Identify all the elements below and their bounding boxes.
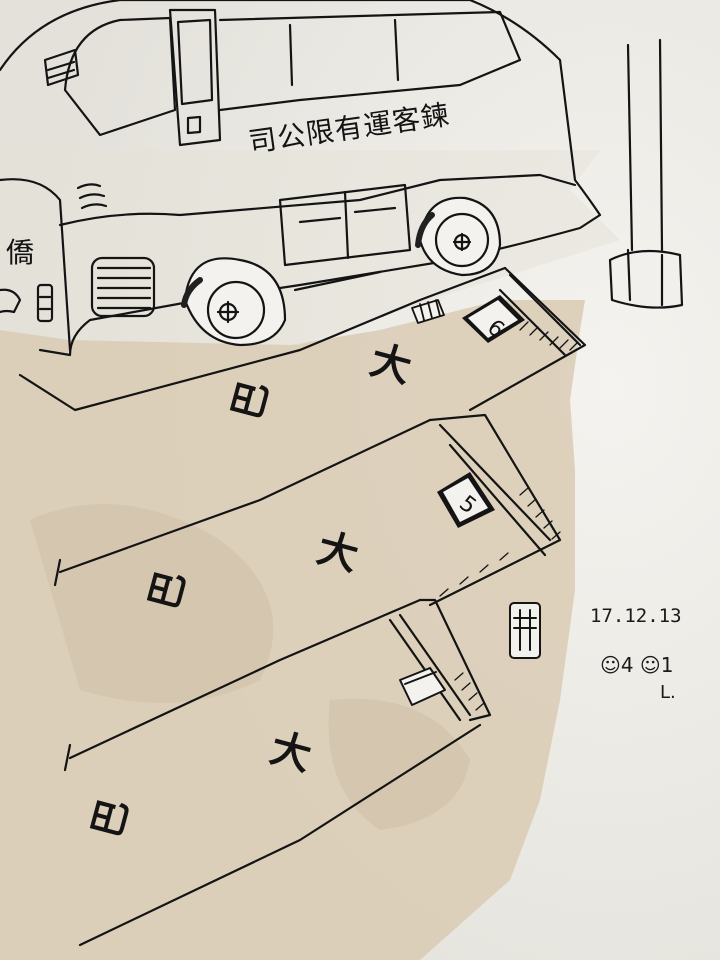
- bus-rear-wheel: [415, 196, 502, 277]
- stair-hatching: [439, 321, 579, 711]
- sketch-signature-line1: ☺4 ☺1: [600, 653, 674, 677]
- bay-6-info-panel: [411, 299, 445, 324]
- bus-side-char: 僑: [6, 236, 34, 269]
- sketch-date: 17.12.13: [590, 605, 682, 627]
- bus-drawing: [0, 0, 602, 357]
- platform-lines: [18, 266, 587, 947]
- pillar-drawing: [608, 38, 684, 309]
- bus-front-wheel: [181, 257, 287, 347]
- bay-5-sign: 5: [437, 472, 495, 528]
- trash-bin: [509, 602, 541, 659]
- wash-texture: [30, 504, 470, 830]
- sketch-signature-line2: L.: [660, 682, 676, 703]
- bay-6-sign: 6: [462, 295, 525, 343]
- bay-3-sign: [399, 667, 446, 706]
